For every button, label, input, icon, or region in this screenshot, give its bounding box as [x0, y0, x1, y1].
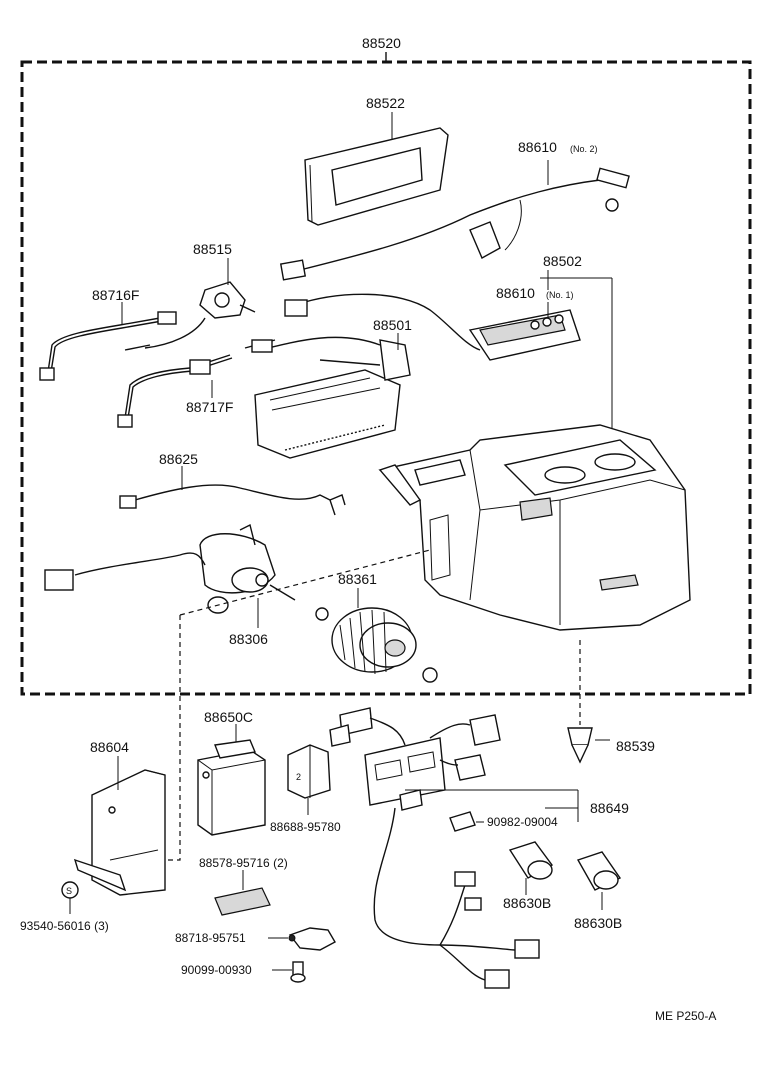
label-88604: 88604: [90, 739, 129, 755]
screw-90099: [272, 961, 306, 983]
label-88716F: 88716F: [92, 287, 139, 303]
label-88625: 88625: [159, 451, 198, 467]
leader-88502: [540, 270, 613, 430]
label-93540-56016: 93540-56016 (3): [20, 919, 109, 933]
label-88578-95716: 88578-95716 (2): [199, 856, 288, 870]
label-88630B-b: 88630B: [574, 915, 622, 931]
pipe-88717F: [117, 339, 276, 428]
label-90099-00930: 90099-00930: [181, 963, 252, 977]
pipe-88716F: [39, 302, 177, 381]
clamp-88718: [268, 927, 336, 951]
label-88649: 88649: [590, 800, 629, 816]
ac-unit-housing: [378, 424, 691, 631]
switch-88630B-a: [508, 841, 554, 895]
label-88501: 88501: [373, 317, 412, 333]
relay-88650C: [197, 724, 266, 836]
label-88361: 88361: [338, 571, 377, 587]
label-88520: 88520: [362, 35, 401, 51]
label-90982-09004: 90982-09004: [487, 815, 558, 829]
label-88306: 88306: [229, 631, 268, 647]
dashed-leaders: [120, 549, 581, 861]
label-88610-no2: 88610: [518, 139, 557, 155]
label-88650C: 88650C: [204, 709, 253, 725]
wire-88625: [119, 466, 346, 516]
label-88717F: 88717F: [186, 399, 233, 415]
display-88610-no1: [284, 293, 581, 361]
cover-88522: [304, 112, 449, 226]
label-88539: 88539: [616, 738, 655, 754]
label-88610-no1-note: (No. 1): [546, 290, 574, 300]
clip-88539: [567, 727, 610, 764]
motor-88306: [44, 523, 296, 628]
label-88688-95780: 88688-95780: [270, 820, 341, 834]
svg-text:2: 2: [296, 772, 301, 782]
blower-88361: [315, 588, 438, 683]
valve-88515: [124, 258, 256, 351]
label-88718-95751: 88718-95751: [175, 931, 246, 945]
reference-code: ME P250-A: [655, 1009, 716, 1023]
assembly-boundary: [20, 52, 752, 696]
nut-symbol: S: [61, 881, 79, 914]
bracket-88604: [73, 756, 166, 896]
label-88630B-a: 88630B: [503, 895, 551, 911]
switch-88630B-b: [576, 851, 622, 910]
fuse-90982: [449, 811, 484, 832]
label-88610-no2-note: (No. 2): [570, 144, 598, 154]
label-88515: 88515: [193, 241, 232, 257]
label-88522: 88522: [366, 95, 405, 111]
sensor-88610-no2: [279, 160, 630, 281]
part-labels: 88520 88522 88610 (No. 2) 88515 88716F 8…: [20, 35, 716, 1023]
tape-88578: [214, 870, 271, 916]
label-88610-no1: 88610: [496, 285, 535, 301]
evaporator-88501: [254, 333, 411, 459]
svg-text:S: S: [66, 886, 72, 896]
bracket-88688-95780: 2: [287, 744, 331, 815]
label-88502: 88502: [543, 253, 582, 269]
harness-88649: [329, 707, 579, 989]
